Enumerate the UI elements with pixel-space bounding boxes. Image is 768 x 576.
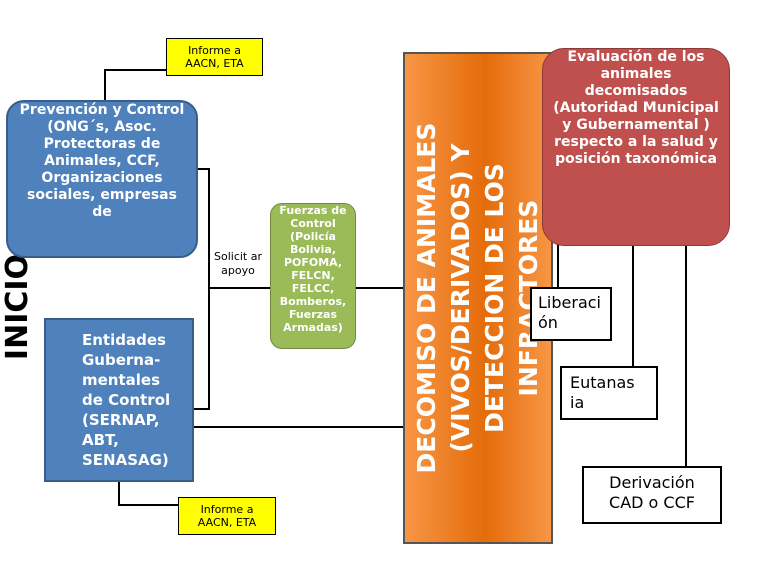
support-label-text: Solicit ar apoyo	[214, 250, 262, 277]
referral-box: Derivación CAD o CCF	[582, 466, 722, 524]
connector-to-forces	[208, 287, 270, 289]
start-label-text: INICIO	[0, 253, 35, 361]
connector-to-release	[557, 244, 559, 302]
connector-forces-to-main	[354, 287, 404, 289]
evaluation-box: Evaluación de los animales decomisados (…	[542, 48, 730, 246]
connector-note-bottom-vertical	[118, 482, 120, 506]
release-box: Liberaci ón	[530, 287, 612, 341]
connector-note-bottom-horizontal	[118, 504, 180, 506]
referral-box-text: Derivación CAD o CCF	[609, 473, 695, 512]
connector-note-top-vertical	[104, 69, 106, 101]
evaluation-box-text: Evaluación de los animales decomisados (…	[553, 49, 719, 167]
note-top: Informe a AACN, ETA	[166, 38, 263, 76]
connector-left-vertical	[208, 168, 210, 410]
start-label: INICIO	[0, 237, 35, 377]
euthanasia-box: Eutanas ia	[560, 366, 658, 420]
connector-to-euthanasia	[632, 244, 634, 366]
connector-to-referral	[685, 244, 687, 466]
note-top-text: Informe a AACN, ETA	[185, 44, 244, 70]
note-bottom-text: Informe a AACN, ETA	[197, 503, 257, 529]
government-box-text: Entidades Guberna-mentales de Control (S…	[82, 331, 171, 469]
support-label: Solicit ar apoyo	[214, 250, 262, 294]
main-box-text: DECOMISO DE ANIMALES (VIVOS/DERIVADOS) Y…	[412, 122, 543, 474]
connector-prevention-out	[196, 168, 210, 170]
prevention-box-text: Prevención y Control (ONG´s, Asoc. Prote…	[19, 102, 185, 220]
release-box-text: Liberaci ón	[538, 293, 601, 332]
note-bottom: Informe a AACN, ETA	[178, 497, 276, 535]
euthanasia-box-text: Eutanas ia	[570, 373, 635, 412]
connector-note-top-horizontal	[104, 69, 166, 71]
forces-box: Fuerzas de Control (Policía Bolivia, POF…	[270, 203, 356, 349]
government-box: Entidades Guberna-mentales de Control (S…	[44, 318, 194, 482]
connector-government-out	[192, 408, 210, 410]
prevention-box: Prevención y Control (ONG´s, Asoc. Prote…	[6, 100, 198, 258]
main-box: DECOMISO DE ANIMALES (VIVOS/DERIVADOS) Y…	[403, 52, 553, 544]
connector-government-to-main	[192, 426, 404, 428]
forces-box-text: Fuerzas de Control (Policía Bolivia, POF…	[279, 204, 347, 334]
